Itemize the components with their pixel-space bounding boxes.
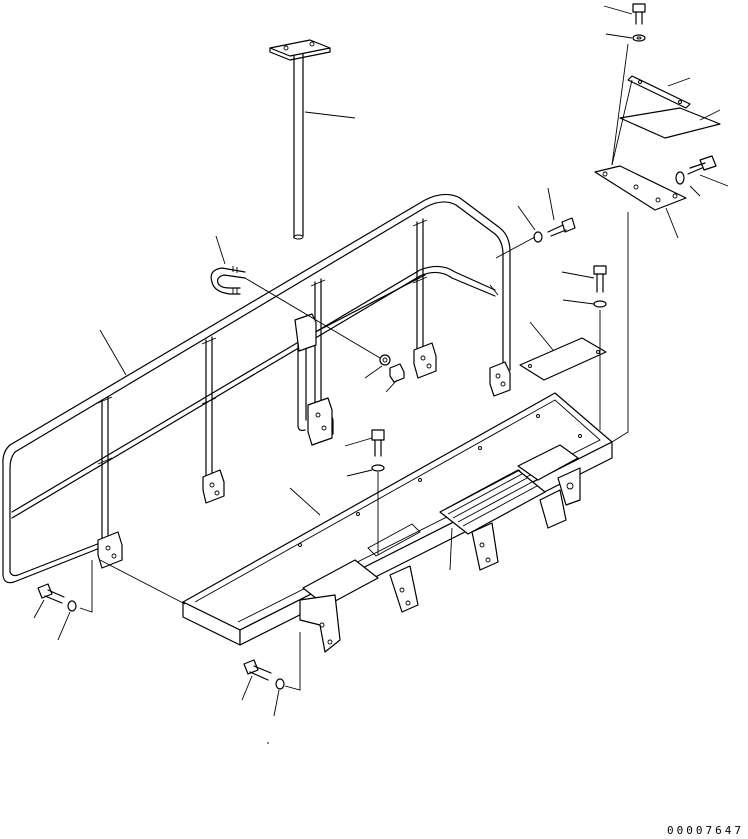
- walkway-step: [182, 392, 613, 653]
- support-post: [269, 39, 333, 446]
- drawing-number: 00007647: [667, 824, 744, 837]
- u-bolt: [210, 266, 246, 295]
- leader-lines: [33, 5, 729, 744]
- assembly-lines: [79, 43, 633, 691]
- cover-plates: [519, 75, 721, 381]
- fasteners: [37, 3, 717, 690]
